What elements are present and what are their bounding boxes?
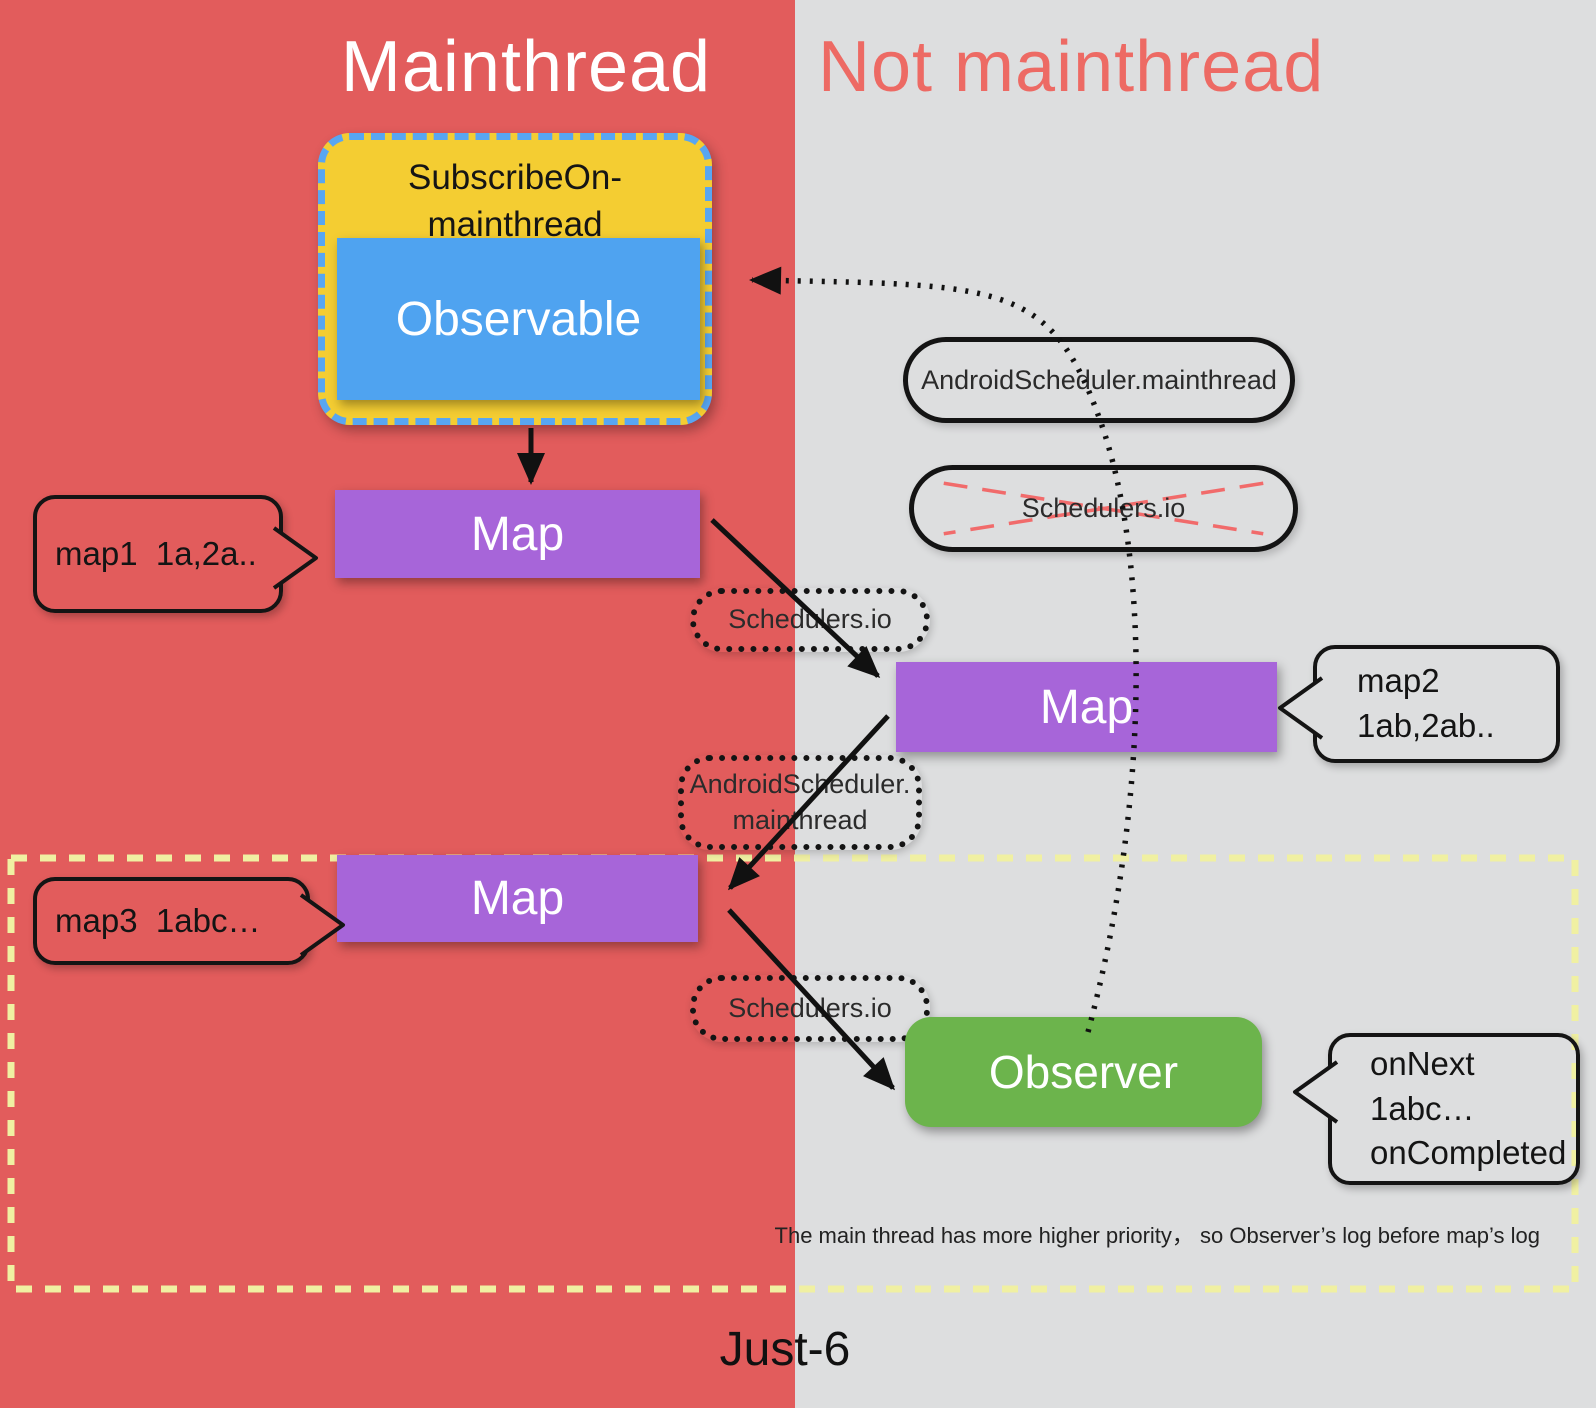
map3-box: Map (337, 855, 698, 942)
caption: Just-6 (719, 1323, 851, 1376)
subscribe-on-label: SubscribeOn- mainthread (408, 158, 622, 245)
mainthread-title: Mainthread (340, 27, 712, 107)
callout-tail (1278, 676, 1324, 740)
schedulers-io-dotted-pill-lower: Schedulers.io (690, 975, 930, 1042)
callout-tail (299, 893, 345, 957)
schedulers-io-dotted-pill-upper: Schedulers.io (690, 588, 930, 652)
callout-tail (1293, 1060, 1339, 1124)
map2-box: Map (896, 662, 1277, 752)
android-scheduler-pill: AndroidScheduler.mainthread (903, 337, 1295, 423)
observable-box: Observable (337, 238, 700, 400)
android-scheduler-pill-label: AndroidScheduler.mainthread (921, 364, 1277, 395)
priority-note: The main thread has more higher priority… (774, 1223, 1540, 1248)
map1-callout-text: map1 1a,2a.. (55, 534, 257, 572)
not-mainthread-title: Not mainthread (818, 27, 1325, 107)
schedulers-io-crossed-label: Schedulers.io (1021, 493, 1186, 523)
observer-callout: onNext 1abc… onCompleted (1293, 1033, 1580, 1185)
map1-callout: map1 1a,2a.. (33, 495, 318, 613)
map2-callout: map2 1ab,2ab.. (1278, 645, 1560, 763)
map2-label: Map (1039, 680, 1134, 734)
map3-callout: map3 1abc… (33, 877, 345, 965)
callout-tail (272, 526, 318, 590)
observer-label: Observer (988, 1046, 1179, 1098)
android-scheduler-dotted-pill: AndroidScheduler. mainthread (678, 755, 922, 850)
observer-callout-text: onNext 1abc… onCompleted (1370, 1045, 1567, 1172)
map1-label: Map (470, 507, 565, 561)
observable-label: Observable (395, 292, 642, 346)
map3-label: Map (470, 872, 565, 925)
observer-box: Observer (905, 1017, 1262, 1127)
schedulers-io-crossed-pill: Schedulers.io (909, 465, 1298, 552)
map2-callout-text: map2 1ab,2ab.. (1357, 662, 1495, 744)
map1-box: Map (335, 490, 700, 578)
map3-callout-text: map3 1abc… (55, 901, 261, 939)
